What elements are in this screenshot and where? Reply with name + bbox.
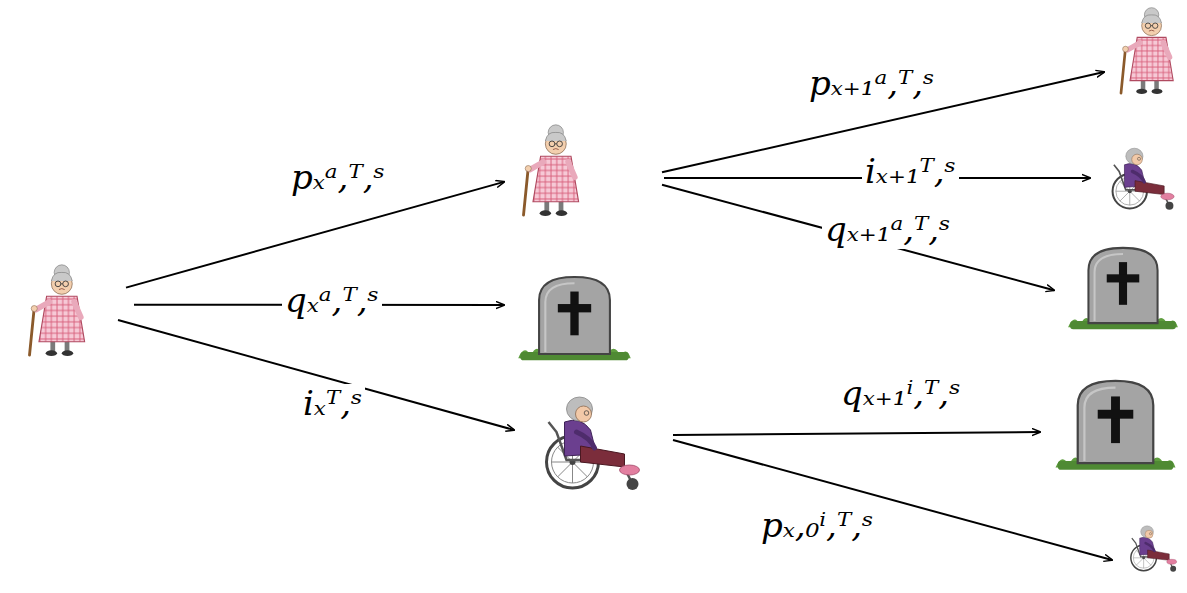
wheelchair-figure — [1131, 526, 1177, 572]
transition-arrow — [118, 320, 514, 430]
wheelchair-figure — [547, 397, 640, 490]
transition-arrow — [134, 304, 504, 306]
transition-arrow — [673, 432, 1040, 435]
tombstone-figure — [1056, 381, 1176, 470]
transition-probability: qₓᵃ,ᵀ,ˢ — [282, 281, 382, 320]
transition-arrow — [673, 440, 1112, 560]
state-figure — [512, 268, 637, 363]
wheelchair-figure — [1113, 148, 1175, 210]
transition-probability: iₓ₊₁ᵀ,ˢ — [862, 152, 959, 191]
transition-arrow — [664, 177, 1090, 179]
transition-probability: pₓᵃ,ᵀ,ˢ — [288, 158, 388, 197]
elderly-woman-figure — [1121, 8, 1173, 94]
state-figure — [1098, 140, 1184, 216]
state-figure — [1120, 505, 1184, 591]
state-figure — [512, 122, 592, 217]
transition-probability: iₓᵀ,ˢ — [300, 384, 365, 423]
state-figure — [1048, 372, 1183, 472]
state-figure — [12, 262, 104, 357]
state-figure — [1062, 238, 1184, 333]
state-figure — [522, 392, 657, 492]
transition-arrow — [126, 182, 504, 288]
tombstone-figure — [518, 277, 631, 360]
transition-probability: qₓ₊₁ⁱ,ᵀ,ˢ — [838, 374, 964, 413]
elderly-woman-figure — [30, 265, 85, 356]
transition-probability: pₓ₊₁ᵃ,ᵀ,ˢ — [806, 64, 938, 103]
elderly-woman-figure — [524, 125, 579, 216]
tombstone-figure — [1068, 248, 1178, 329]
state-figure — [1112, 4, 1184, 96]
transition-arrow — [662, 72, 1104, 172]
transition-probability: qₓ₊₁ᵃ,ᵀ,ˢ — [822, 210, 954, 249]
transition-arrow — [662, 185, 1054, 291]
transition-probability: pₓ,₀ⁱ,ᵀ,ˢ — [758, 506, 876, 545]
